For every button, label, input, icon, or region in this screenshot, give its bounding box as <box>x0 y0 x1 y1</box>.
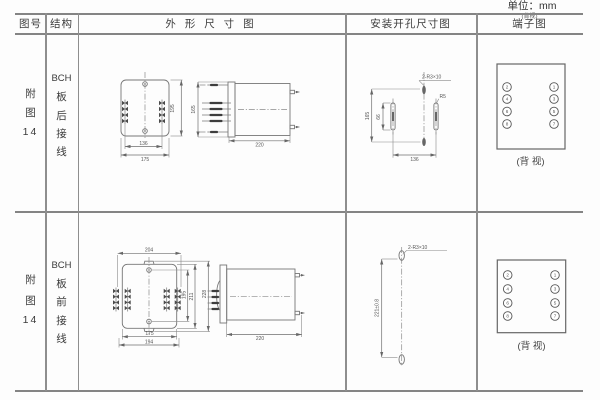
svg-text:1: 1 <box>554 273 557 278</box>
svg-text:7: 7 <box>554 314 557 319</box>
row1-fig-char: 附 <box>25 88 36 100</box>
table-line-v2 <box>77 13 80 391</box>
svg-text:165: 165 <box>191 105 197 114</box>
svg-text:4: 4 <box>506 97 509 102</box>
svg-text:221±0.8: 221±0.8 <box>374 299 380 317</box>
svg-text:2: 2 <box>506 273 509 278</box>
svg-text:204: 204 <box>145 248 154 254</box>
svg-text:220: 220 <box>255 143 264 149</box>
svg-text:220: 220 <box>256 336 265 342</box>
table-line-v1 <box>45 13 47 391</box>
terminal-diagram-front: 2 4 6 8 1 3 5 7 (背 视) <box>496 259 567 352</box>
svg-text:R5: R5 <box>440 94 447 100</box>
svg-text:195: 195 <box>170 104 176 113</box>
svg-text:(背 视): (背 视) <box>518 340 546 352</box>
svg-text:8: 8 <box>506 122 509 127</box>
table-line-top <box>15 13 583 15</box>
row2-struct: 线 <box>56 333 67 345</box>
header-terminal: 端子图 <box>512 18 547 30</box>
row1-fig-num: 14 <box>22 126 39 138</box>
svg-text:175: 175 <box>145 331 154 337</box>
table-line-v3 <box>345 13 347 391</box>
header-fig: 图号 <box>19 18 42 30</box>
svg-text:6: 6 <box>506 301 509 306</box>
install-drawing-front: 2-R3×10 221±0.8 <box>374 245 447 366</box>
front-view-rear: 136 175 195 <box>120 72 183 163</box>
row2-struct: 板 <box>56 278 67 290</box>
svg-text:6: 6 <box>506 109 509 114</box>
svg-text:8: 8 <box>506 314 509 319</box>
svg-text:66: 66 <box>376 114 382 120</box>
svg-text:228: 228 <box>202 290 208 299</box>
header-outline: 外 形 尺 寸 图 <box>165 18 257 30</box>
table-line-header <box>15 33 583 35</box>
row1-fig-char: 图 <box>25 107 36 119</box>
row2-fig-num: 14 <box>22 314 39 326</box>
side-view-front: 220 <box>207 264 305 342</box>
svg-text:194: 194 <box>145 340 154 346</box>
row1-struct: 板 <box>56 91 67 103</box>
svg-text:3: 3 <box>553 97 556 102</box>
unit-label: 单位：mm <box>507 0 557 12</box>
row1-struct: BCH <box>51 73 72 84</box>
row2-struct: 接 <box>56 315 67 327</box>
svg-text:2: 2 <box>506 85 509 90</box>
row2-fig-char: 附 <box>25 274 36 286</box>
svg-text:5: 5 <box>553 109 556 114</box>
terminal-diagram-rear: 2 4 6 8 1 3 5 7 (背 视) <box>496 63 566 168</box>
header-struct: 结构 <box>50 18 73 30</box>
svg-text:5: 5 <box>554 301 557 306</box>
svg-text:1: 1 <box>553 85 556 90</box>
header-install: 安装开孔尺寸图 <box>370 18 451 30</box>
side-view-rear: 165 220 <box>191 81 300 149</box>
svg-text:(背 视): (背 视) <box>517 156 545 168</box>
table-line-bottom <box>15 390 583 392</box>
table-line-v4 <box>476 13 478 391</box>
svg-text:165: 165 <box>365 112 371 121</box>
svg-text:195: 195 <box>181 291 187 300</box>
front-view-front: 204 195 211 228 <box>113 248 210 348</box>
svg-text:7: 7 <box>553 122 556 127</box>
svg-text:4: 4 <box>506 287 509 292</box>
svg-text:136: 136 <box>410 157 419 163</box>
row2-struct: 前 <box>56 296 67 308</box>
table-line-row <box>15 211 583 213</box>
outline-drawing-rear: 136 175 195 165 <box>120 72 300 163</box>
row1-struct: 线 <box>56 146 67 158</box>
svg-text:175: 175 <box>141 157 150 163</box>
svg-text:136: 136 <box>139 141 148 147</box>
install-drawing-rear: 2-R3×10 R5 165 66 136 <box>365 72 451 163</box>
svg-text:2-R3×10: 2-R3×10 <box>408 245 428 251</box>
outline-drawing-front: 204 195 211 228 <box>113 248 305 348</box>
terminal-note: (背视) <box>521 13 538 20</box>
svg-text:211: 211 <box>189 292 195 300</box>
row1-struct: 接 <box>56 128 67 140</box>
svg-text:2-R3×10: 2-R3×10 <box>422 75 442 81</box>
row2-struct: BCH <box>51 260 72 271</box>
row2-fig-char: 图 <box>25 295 36 307</box>
row1-struct: 后 <box>56 110 67 122</box>
svg-text:3: 3 <box>554 287 557 292</box>
